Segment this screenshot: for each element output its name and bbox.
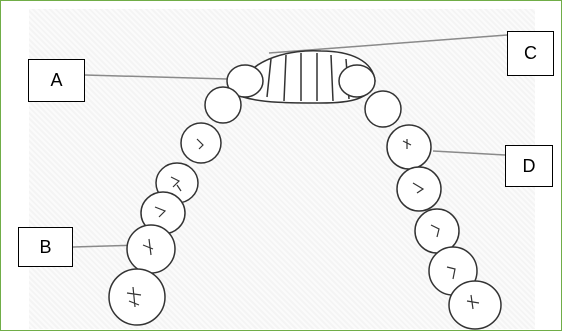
leader-line-a	[85, 75, 227, 79]
label-b: B	[18, 227, 73, 267]
left-teeth-group	[109, 65, 263, 325]
tooth-left-2	[205, 87, 241, 123]
tooth-left-7	[109, 269, 165, 325]
tooth-left-6	[127, 225, 175, 273]
tooth-right-3	[387, 125, 431, 169]
tooth-right-7	[449, 281, 501, 329]
label-a: A	[28, 59, 85, 102]
tooth-right-2	[365, 91, 401, 127]
right-teeth-group	[339, 65, 501, 329]
leader-line-d	[433, 151, 505, 155]
tooth-right-1	[339, 65, 375, 97]
label-d: D	[505, 145, 553, 187]
tooth-right-4	[397, 167, 441, 211]
label-c: C	[507, 31, 554, 76]
